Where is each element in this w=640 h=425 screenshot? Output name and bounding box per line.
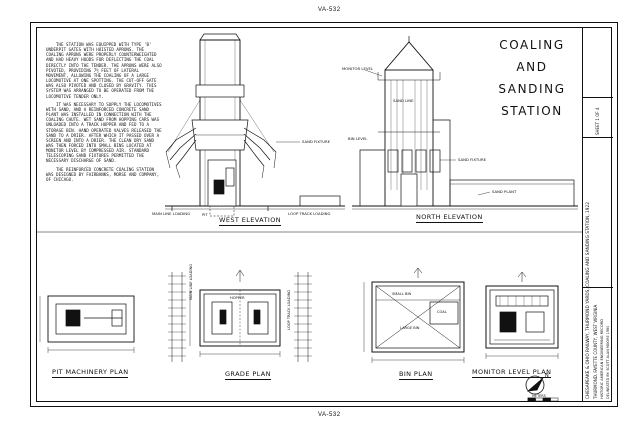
- north-elevation-drawing: [352, 36, 578, 210]
- north-monitor-label: MONITOR LEVEL: [342, 66, 374, 71]
- grade-plan-title: GRADE PLAN: [225, 370, 271, 380]
- notes-paragraph-2: It was necessary to supply the locomotiv…: [46, 101, 162, 164]
- sheet-id-bottom: VA-532: [318, 412, 341, 418]
- grade-plan-drawing: [168, 269, 312, 362]
- grade-loop-track-label: LOOP TRACK LOADING: [287, 289, 291, 330]
- title-line-3: SANDING: [498, 82, 566, 96]
- tb-project-name: CHESAPEAKE & OHIO RAILWAY, THURMOND YARD…: [586, 202, 591, 399]
- title-line-1: COALING: [499, 38, 565, 52]
- north-bin-level-label: BIN LEVEL: [348, 136, 368, 141]
- notes-paragraph-1: The station was equipped with type 'B' u…: [46, 42, 162, 99]
- north-arrow-symbol: [525, 375, 545, 395]
- sheet-title: COALING AND SANDING STATION: [486, 34, 578, 122]
- sheet-id-top: VA-532: [318, 7, 341, 13]
- monitor-level-plan-drawing: [485, 271, 559, 359]
- title-line-2: AND: [516, 60, 548, 74]
- north-elevation-title: NORTH ELEVATION: [416, 213, 483, 223]
- north-sand-plant-label: SAND PLANT: [492, 189, 517, 194]
- bin-small-bin-label: SMALL BIN: [392, 292, 412, 296]
- west-elevation-drawing: [165, 33, 345, 217]
- west-sand-fixture-label: SAND FIXTURE: [302, 139, 331, 144]
- bin-large-bin-label: LARGE BIN: [400, 326, 420, 330]
- grade-main-line-label: MAIN LINE LOADING: [189, 263, 193, 300]
- west-pit-label: PIT: [202, 212, 208, 217]
- north-sand-fixture-label: SAND FIXTURE: [458, 157, 487, 162]
- bin-coal-label: COAL: [437, 310, 447, 314]
- title-block: SHEET 1 OF 4 CHESAPEAKE & OHIO RAILWAY, …: [582, 27, 613, 402]
- north-sand-line-label: SAND LINE: [393, 98, 414, 103]
- north-arrow-label: N: [545, 373, 549, 379]
- west-main-line-label: MAIN LINE LOADING: [152, 211, 191, 216]
- bin-plan-title: BIN PLAN: [399, 370, 433, 380]
- tb-agency: HISTORIC AMERICAN ENGINEERING RECORD: [600, 318, 604, 399]
- bin-plan-drawing: [363, 267, 465, 363]
- tb-cell-sheet: [583, 97, 613, 137]
- tb-location: THURMOND, FAYETTE COUNTY, WEST VIRGINIA: [593, 304, 598, 399]
- pit-machinery-plan-title: PIT MACHINERY PLAN: [52, 368, 129, 378]
- sheet-border-inner: [36, 27, 612, 402]
- west-elevation-title: WEST ELEVATION: [219, 216, 281, 226]
- tb-sheet-number: SHEET 1 OF 4: [595, 107, 600, 135]
- grade-hopper-label: HOPPER: [230, 296, 245, 300]
- title-line-4: STATION: [501, 104, 563, 118]
- scale-bar: [527, 397, 559, 402]
- monitor-level-plan-title: MONITOR LEVEL PLAN: [472, 368, 552, 378]
- tb-cell-delineator: [583, 287, 613, 402]
- notes-paragraph-3: The reinforced concrete coaling station …: [46, 166, 160, 182]
- tb-delineator: DELINEATED BY: SCOTT ALAN MOORE 1980: [606, 325, 610, 399]
- notes-block: The station was equipped with type 'B' u…: [46, 42, 162, 185]
- sheet-border-outer: [30, 22, 618, 407]
- west-loop-track-label: LOOP TRACK LOADING: [288, 211, 331, 216]
- pit-machinery-plan-drawing: [39, 295, 135, 353]
- tb-cell-project: [583, 137, 613, 287]
- scale-label: METERS: [532, 394, 546, 398]
